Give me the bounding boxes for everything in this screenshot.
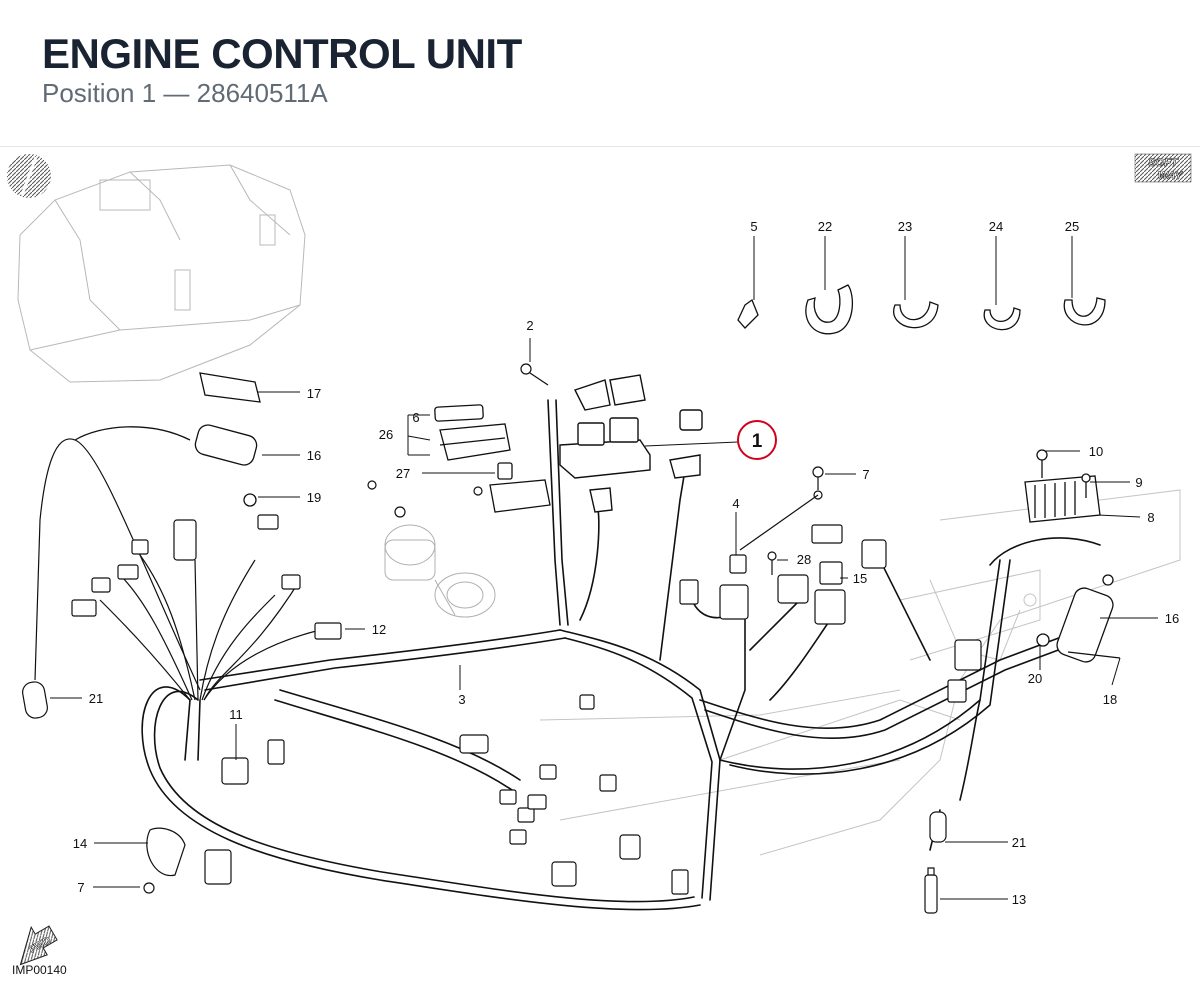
harness-fanout-left (34, 438, 321, 701)
voltage-regulator (1024, 449, 1101, 523)
badge-line1: SOFT (1148, 157, 1179, 169)
spark-plug (924, 867, 938, 914)
callout-5[interactable]: 5 (750, 219, 757, 234)
callout-7-upper[interactable]: 7 (862, 467, 869, 482)
airbox-ghost (17, 164, 306, 383)
relay-box (434, 404, 551, 513)
connectors-left (22, 514, 489, 885)
highlighted-callout-ring (737, 420, 777, 460)
ignition-coil-right (1036, 574, 1121, 663)
callout-24[interactable]: 24 (989, 219, 1003, 234)
callout-21-left[interactable]: 21 (89, 691, 103, 706)
callout-11[interactable]: 11 (229, 707, 243, 722)
fwd-arrow-icon: FWD (19, 925, 58, 966)
leader-lines (50, 236, 1158, 900)
callout-16-right[interactable]: 16 (1165, 611, 1179, 626)
callout-23[interactable]: 23 (898, 219, 912, 234)
callout-9[interactable]: 9 (1135, 475, 1142, 490)
part-number: 28640511A (196, 78, 328, 108)
callout-12[interactable]: 12 (372, 622, 386, 637)
position-label: Position 1 (42, 78, 157, 108)
diagram-canvas: SOFT WAY (7, 153, 1192, 966)
brand-logo-icon (7, 154, 51, 198)
callout-3[interactable]: 3 (458, 692, 465, 707)
callout-6[interactable]: 6 (412, 410, 419, 425)
subtitle-separator: — (163, 78, 190, 108)
callout-7-lower[interactable]: 7 (77, 880, 84, 895)
callout-21-right[interactable]: 21 (1012, 835, 1026, 850)
callout-labels: 2 3 4 5 6 7 7 8 9 10 11 12 13 14 15 16 1… (73, 219, 1179, 907)
callout-27[interactable]: 27 (396, 466, 410, 481)
ignition-coil-left (74, 372, 261, 507)
callout-26[interactable]: 26 (379, 427, 393, 442)
page-subtitle: Position 1 — 28640511A (42, 77, 328, 109)
image-code: IMP00140 (12, 963, 67, 977)
wiring-harness (141, 399, 1101, 911)
ecu-unit (559, 374, 703, 513)
ignition-coil-ghost (384, 524, 496, 618)
callout-2[interactable]: 2 (526, 318, 533, 333)
frame-ghost (539, 489, 1181, 856)
callout-20[interactable]: 20 (1028, 671, 1042, 686)
connectors-center (499, 524, 982, 895)
softway-badge: SOFT WAY (1134, 153, 1192, 182)
callout-13[interactable]: 13 (1012, 892, 1026, 907)
page-title: ENGINE CONTROL UNIT (42, 30, 522, 77)
callout-15[interactable]: 15 (853, 571, 867, 586)
callout-14[interactable]: 14 (73, 836, 87, 851)
exploded-diagram: SOFT WAY (0, 146, 1200, 991)
fasteners (143, 363, 824, 894)
callout-1[interactable]: 1 (752, 431, 763, 452)
callout-8[interactable]: 8 (1147, 510, 1154, 525)
badge-line2: WAY (1158, 170, 1184, 182)
callout-10[interactable]: 10 (1089, 444, 1103, 459)
callout-18[interactable]: 18 (1103, 692, 1117, 707)
page-header: ENGINE CONTROL UNIT Position 1 — 2864051… (0, 0, 1200, 147)
callout-4[interactable]: 4 (732, 496, 739, 511)
callout-25[interactable]: 25 (1065, 219, 1079, 234)
callout-17[interactable]: 17 (307, 386, 321, 401)
cable-clamps (737, 284, 1106, 335)
callout-19[interactable]: 19 (307, 490, 321, 505)
callout-16-left[interactable]: 16 (307, 448, 321, 463)
callout-28[interactable]: 28 (797, 552, 811, 567)
callout-22[interactable]: 22 (818, 219, 832, 234)
